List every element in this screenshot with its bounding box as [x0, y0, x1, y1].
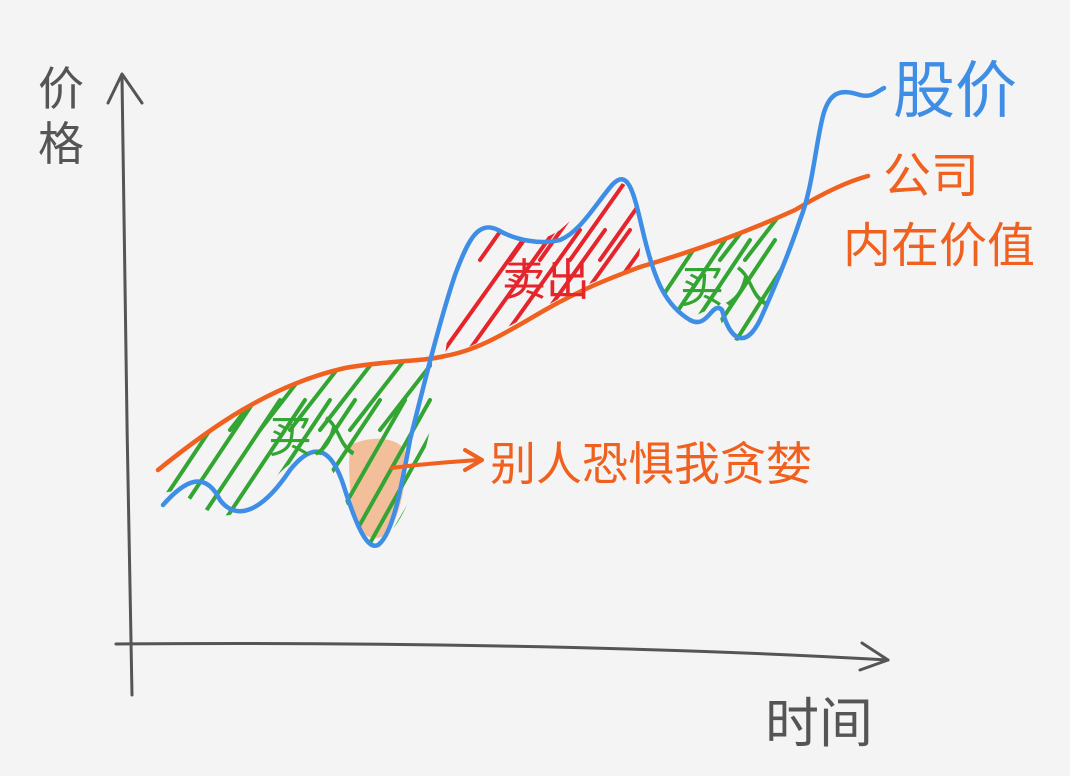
stock-price-label: 股价 [893, 54, 1017, 127]
x-axis-label: 时间 [765, 692, 873, 755]
stock-price-line [160, 85, 887, 548]
y-axis [120, 76, 134, 697]
y-axis-arrow [106, 72, 144, 105]
fear-highlight-area [349, 438, 406, 539]
buy-hatch-1 [160, 360, 432, 545]
axes [106, 72, 890, 697]
y-axis-label-line2: 格 [38, 117, 84, 171]
x-axis [114, 642, 890, 662]
intrinsic-value-label-line2: 内在价值 [843, 218, 1035, 274]
buy-label-1: 买入 [268, 412, 356, 463]
y-axis-label-line1: 价 [38, 62, 84, 116]
intrinsic-value-line [155, 173, 871, 473]
x-axis-arrow [858, 641, 890, 672]
callout-arrow [390, 448, 484, 472]
callout-text: 别人恐惧我贪婪 [490, 437, 812, 491]
intrinsic-value-label-line1: 公司 [883, 148, 979, 204]
sell-label: 卖出 [502, 255, 590, 306]
buy-label-2: 买入 [680, 262, 768, 313]
